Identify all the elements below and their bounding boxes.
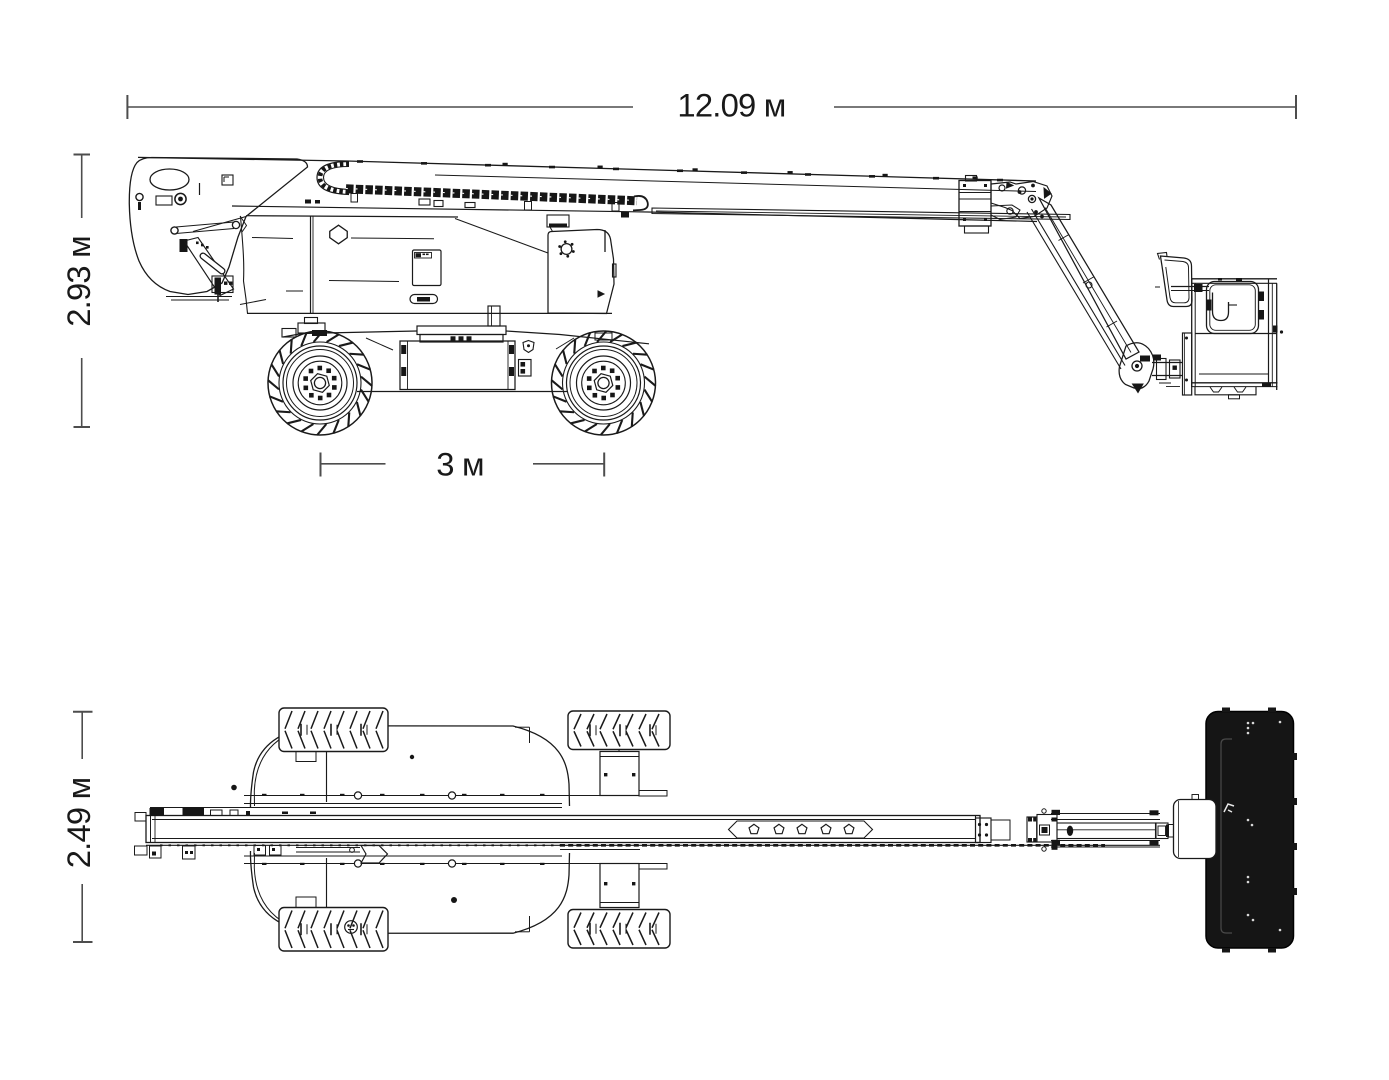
svg-text:2.49 м: 2.49 м (60, 778, 97, 869)
svg-text:3 м: 3 м (436, 446, 484, 483)
svg-text:12.09 м: 12.09 м (677, 87, 785, 124)
svg-text:2.93 м: 2.93 м (60, 236, 97, 327)
